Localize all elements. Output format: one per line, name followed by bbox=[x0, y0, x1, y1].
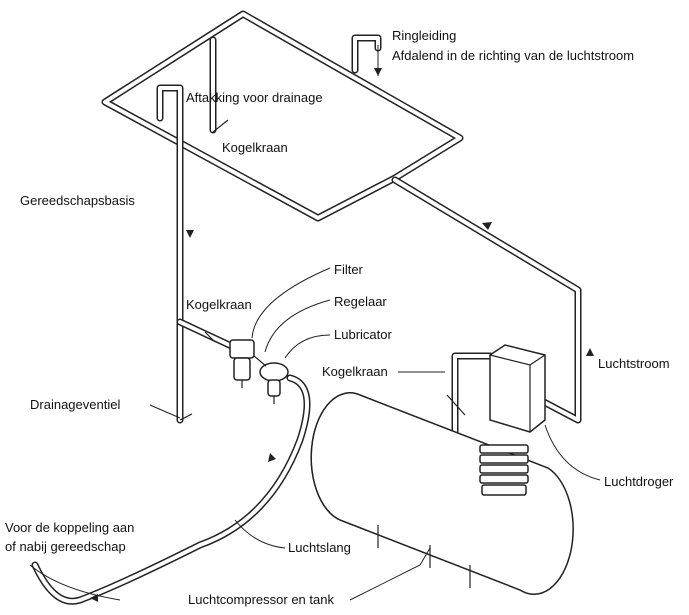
drainage-branch-pipe bbox=[209, 36, 229, 134]
label-filter: Filter bbox=[334, 262, 363, 277]
label-compressor: Luchtcompressor en tank bbox=[188, 592, 334, 607]
label-kogelkraan-tank: Kogelkraan bbox=[322, 364, 388, 379]
leader-lines bbox=[29, 45, 601, 601]
label-kogelkraan-mid: Kogelkraan bbox=[186, 297, 252, 312]
label-luchtslang: Luchtslang bbox=[288, 540, 351, 555]
label-lubricator: Lubricator bbox=[334, 327, 392, 342]
ring-goose-neck-pipe bbox=[351, 34, 382, 74]
filter-unit bbox=[229, 339, 255, 388]
label-luchtstroom: Luchtstroom bbox=[598, 356, 670, 371]
compressor-tank bbox=[310, 392, 574, 596]
label-afdalend: Afdalend in de richting van de luchtstro… bbox=[392, 48, 635, 63]
tank-dryer-pipe bbox=[451, 352, 494, 454]
label-gereedschapsbasis: Gereedschapsbasis bbox=[20, 193, 135, 208]
ring-main-pipe bbox=[101, 10, 464, 222]
air-hose bbox=[31, 374, 311, 605]
label-luchtdroger: Luchtdroger bbox=[604, 474, 674, 489]
label-koppeling-line2: of nabij gereedschap bbox=[5, 539, 126, 554]
tank-ball-valve bbox=[446, 394, 466, 416]
tool-base-drop-pipe bbox=[156, 84, 184, 424]
air-dryer-box bbox=[489, 344, 546, 433]
label-kogelkraan-top: Kogelkraan bbox=[222, 140, 288, 155]
supply-pipe bbox=[391, 176, 582, 424]
label-koppeling-line1: Voor de koppeling aan bbox=[5, 520, 135, 535]
drain-valve bbox=[179, 413, 193, 421]
label-regelaar: Regelaar bbox=[334, 294, 387, 309]
label-aftakking: Aftakking voor drainage bbox=[186, 90, 323, 105]
label-drainageventiel: Drainageventiel bbox=[30, 397, 121, 412]
label-ringleiding: Ringleiding bbox=[392, 28, 457, 43]
airflow-arrow-icon bbox=[90, 68, 594, 602]
lubricator-unit bbox=[253, 355, 289, 404]
compressor-head bbox=[479, 444, 529, 496]
